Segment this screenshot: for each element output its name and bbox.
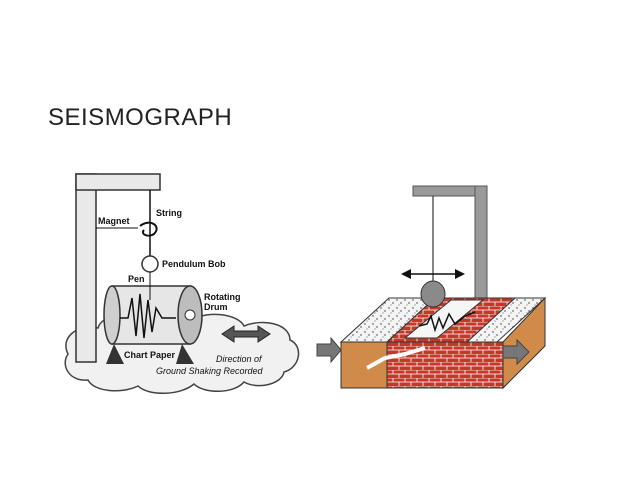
- pendulum-bob: [141, 255, 159, 273]
- ground-pendulum-diagram: [315, 178, 555, 394]
- label-drum: Drum: [204, 302, 228, 312]
- recorded-trace: [418, 311, 476, 333]
- frame-beam: [75, 173, 161, 191]
- drum-left-end: [103, 285, 121, 345]
- drum-seismograph-diagram: String Magnet Pendulum Bob Pen Rotating …: [58, 168, 302, 398]
- frame-post: [75, 173, 97, 363]
- push-arrow-left: [316, 336, 342, 364]
- label-string: String: [156, 208, 182, 218]
- drum-body: [111, 285, 191, 345]
- label-pendulum-bob: Pendulum Bob: [162, 259, 226, 269]
- slide-title: SEISMOGRAPH: [48, 104, 233, 131]
- side-soil-face: [502, 296, 546, 390]
- push-arrow-right: [502, 338, 530, 366]
- magnet-shape: [139, 221, 158, 237]
- fault-crack: [366, 346, 426, 370]
- swing-arrow-left: [401, 269, 411, 279]
- paper-strip: [403, 299, 485, 339]
- pendulum-weight: [420, 280, 446, 308]
- label-pen: Pen: [128, 274, 145, 284]
- direction-arrow: [221, 325, 271, 343]
- label-direction-1: Direction of: [216, 354, 263, 364]
- label-direction-2: Ground Shaking Recorded: [156, 366, 264, 376]
- label-rotating: Rotating: [204, 292, 241, 302]
- swing-arrow-right: [455, 269, 465, 279]
- seismic-trace: [120, 293, 176, 339]
- label-chart-paper: Chart Paper: [124, 350, 176, 360]
- label-magnet: Magnet: [98, 216, 130, 226]
